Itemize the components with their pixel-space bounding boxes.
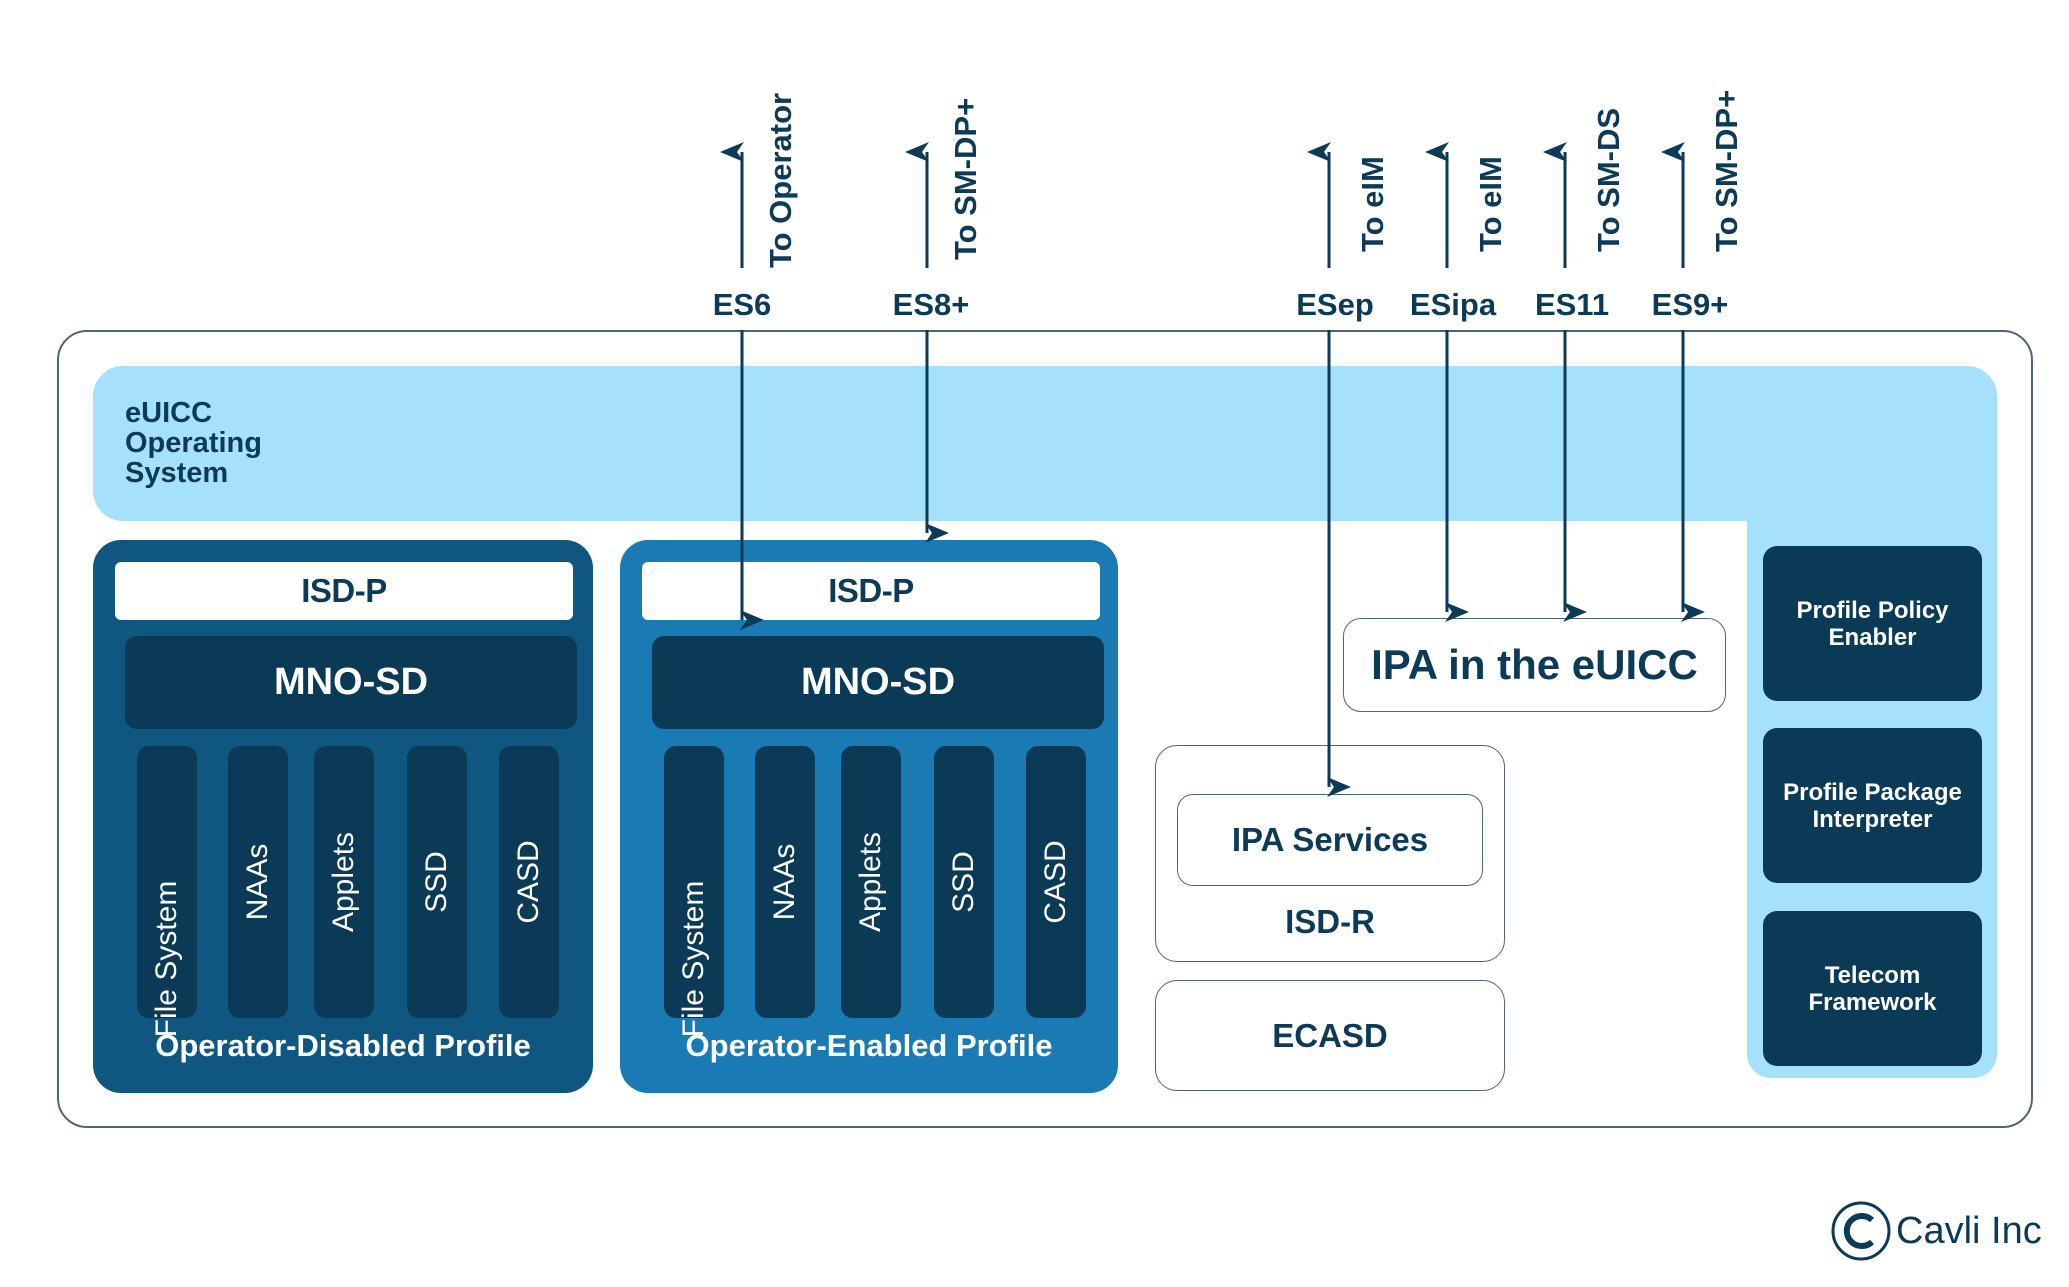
component-ssd: SSD [934,746,994,1018]
cavli-logo: Cavli Inc [1830,1200,2042,1262]
profile-title-enabled: Operator-Enabled Profile [685,1028,1053,1063]
operator-enabled-profile: ISD-P MNO-SD File System NAAs Applets SS… [620,540,1118,1093]
isd-p-enabled: ISD-P [642,562,1100,620]
component-applets: Applets [314,746,374,1018]
component-file-system: File System [664,746,724,1037]
euicc-os-label: eUICC Operating System [125,397,262,489]
component-ssd: SSD [407,746,467,1018]
mno-sd-enabled: MNO-SD [652,636,1104,729]
euicc-boundary [57,330,2033,1128]
es8-plus-label: ES8+ [892,287,970,322]
es6-label: ES6 [712,287,772,322]
ipa-in-euicc-box: IPA in the eUICC [1343,618,1726,712]
dest-to-sm-dp-plus-es9: To SM-DP+ [1709,89,1744,252]
esipa-label: ESipa [1409,287,1497,322]
es11-label: ES11 [1534,287,1610,322]
dest-to-eim-esipa: To eIM [1473,156,1508,252]
isd-r-label: ISD-R [1285,903,1375,940]
ecasd-box: ECASD [1155,980,1505,1091]
dest-to-sm-ds: To SM-DS [1591,107,1626,252]
component-naas: NAAs [228,746,288,1018]
copyright-c-icon [1831,1201,1891,1261]
component-naas: NAAs [755,746,815,1018]
component-applets: Applets [841,746,901,1018]
esep-label: ESep [1296,287,1374,322]
euicc-os-band [93,366,1997,521]
operator-disabled-profile: ISD-P MNO-SD File System NAAs Applets SS… [93,540,593,1093]
telecom-framework-box: Telecom Framework [1763,911,1982,1066]
component-casd: CASD [499,746,559,1018]
es9-plus-label: ES9+ [1651,287,1729,322]
logo-text: Cavli Inc [1896,1209,2042,1252]
profile-package-interpreter-box: Profile Package Interpreter [1763,728,1982,883]
mno-sd-disabled: MNO-SD [125,636,577,729]
profile-title-disabled: Operator-Disabled Profile [155,1028,531,1063]
dest-to-sm-dp-plus: To SM-DP+ [948,97,983,260]
profile-policy-enabler-box: Profile Policy Enabler [1763,546,1982,701]
component-casd: CASD [1026,746,1086,1018]
ipa-services-box: IPA Services [1177,794,1483,886]
component-file-system: File System [137,746,197,1037]
isd-p-disabled: ISD-P [115,562,573,620]
dest-to-operator: To Operator [763,92,798,268]
dest-to-eim-esep: To eIM [1355,156,1390,252]
